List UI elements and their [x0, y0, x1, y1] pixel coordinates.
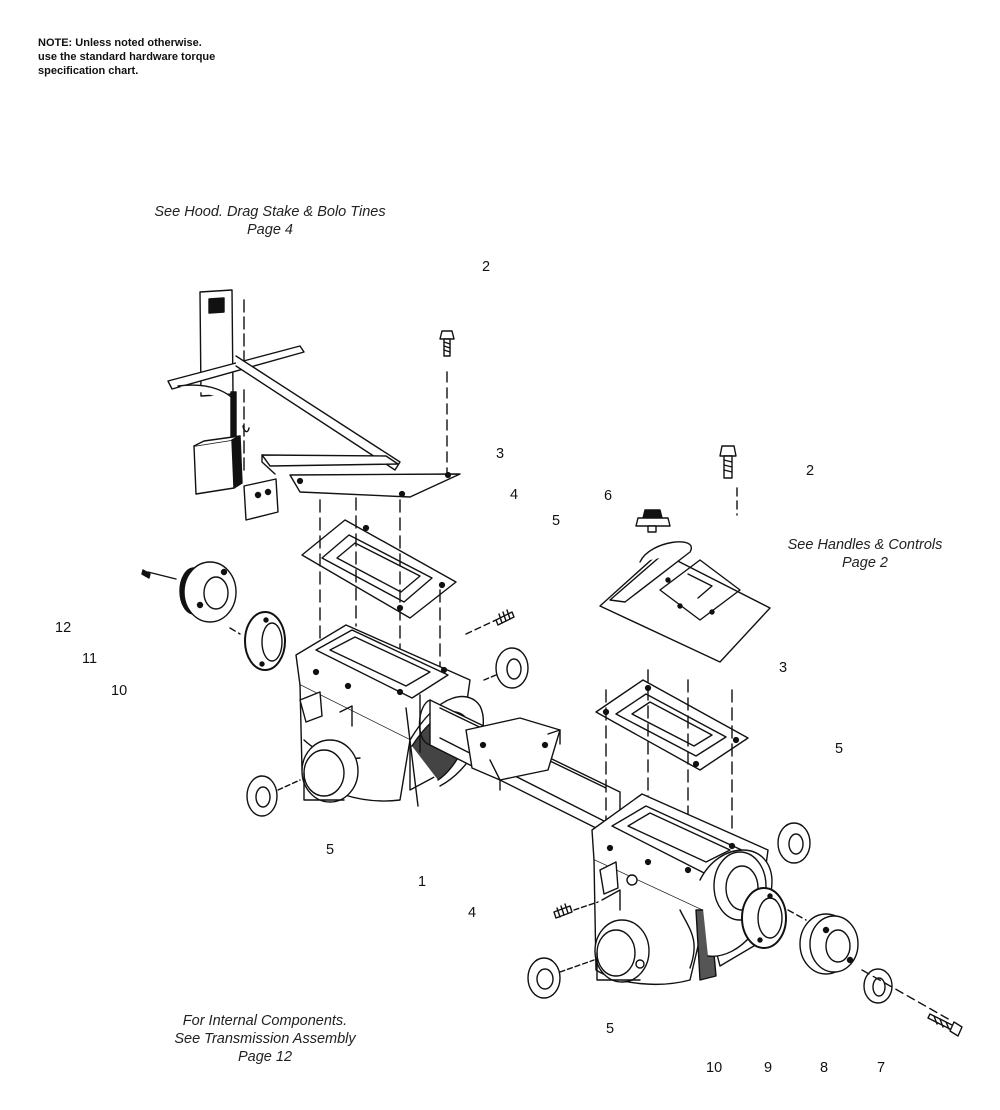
- seal-left-upper: [484, 648, 528, 688]
- internal-reference-line-2: See Transmission Assembly: [174, 1031, 356, 1047]
- handles-reference-line-2: Page 2: [842, 555, 888, 571]
- stud-pin-lower: [554, 902, 598, 918]
- callout-5-upper: 5: [552, 513, 561, 529]
- seal-right-upper: [778, 823, 810, 863]
- gasket-plate-right: [596, 670, 748, 850]
- torque-note-line-3: specification chart.: [38, 65, 139, 77]
- hub-right: [800, 914, 858, 974]
- drag-stake-bracket: [168, 290, 460, 520]
- hood-reference-line-2: Page 4: [247, 222, 293, 238]
- gasket-plate-left: [302, 498, 456, 700]
- seal-left-lower: [247, 776, 300, 816]
- callout-7: 7: [877, 1060, 886, 1076]
- callout-8: 8: [820, 1060, 829, 1076]
- callout-4-lower: 4: [468, 905, 477, 921]
- left-hub-assembly: [142, 562, 285, 670]
- callout-10-left: 10: [111, 683, 128, 699]
- torque-note: NOTE: Unless noted otherwise. use the st…: [38, 36, 338, 78]
- internal-reference-line-1: For Internal Components.: [182, 1013, 348, 1029]
- callout-2-upper-right: 2: [806, 463, 815, 479]
- callout-12: 12: [55, 620, 72, 636]
- bolt-upper-left: [440, 331, 454, 472]
- handles-reference-line-1: See Handles & Controls: [787, 537, 943, 553]
- torque-note-line-2: use the standard hardware torque: [38, 51, 216, 63]
- spacer-right: [864, 969, 892, 1003]
- seal-right-lower: [528, 958, 594, 998]
- callout-10-right: 10: [706, 1060, 723, 1076]
- shift-cover-plate: [600, 542, 770, 662]
- breather-cap: [636, 510, 670, 532]
- stud-pin-upper: [466, 610, 514, 634]
- axle-tube: [419, 700, 620, 840]
- callout-4-upper: 4: [510, 487, 519, 503]
- callout-1: 1: [418, 874, 427, 890]
- callout-6: 6: [604, 488, 613, 504]
- right-gear-housing: [592, 794, 772, 984]
- callout-5-lower: 5: [606, 1021, 615, 1037]
- torque-note-line-1: NOTE: Unless noted otherwise.: [38, 37, 202, 49]
- callout-5-right: 5: [835, 741, 844, 757]
- handles-reference: See Handles & Controls Page 2: [755, 536, 975, 572]
- bolt-upper-right: [720, 446, 737, 515]
- callout-2-upper-left: 2: [482, 259, 491, 275]
- internal-components-reference: For Internal Components. See Transmissio…: [140, 1012, 390, 1066]
- callout-5-left: 5: [326, 842, 335, 858]
- internal-reference-line-3: Page 12: [237, 1049, 293, 1065]
- callout-3-right: 3: [779, 660, 788, 676]
- hood-reference: See Hood. Drag Stake & Bolo Tines Page 4: [130, 203, 410, 239]
- callout-11: 11: [82, 651, 98, 667]
- bolt-right: [862, 970, 962, 1036]
- retainer-right: [742, 888, 806, 948]
- callout-9: 9: [764, 1060, 773, 1076]
- callout-3-upper-left: 3: [496, 446, 505, 462]
- left-gear-housing: [296, 625, 483, 806]
- hood-reference-line-1: See Hood. Drag Stake & Bolo Tines: [154, 204, 386, 220]
